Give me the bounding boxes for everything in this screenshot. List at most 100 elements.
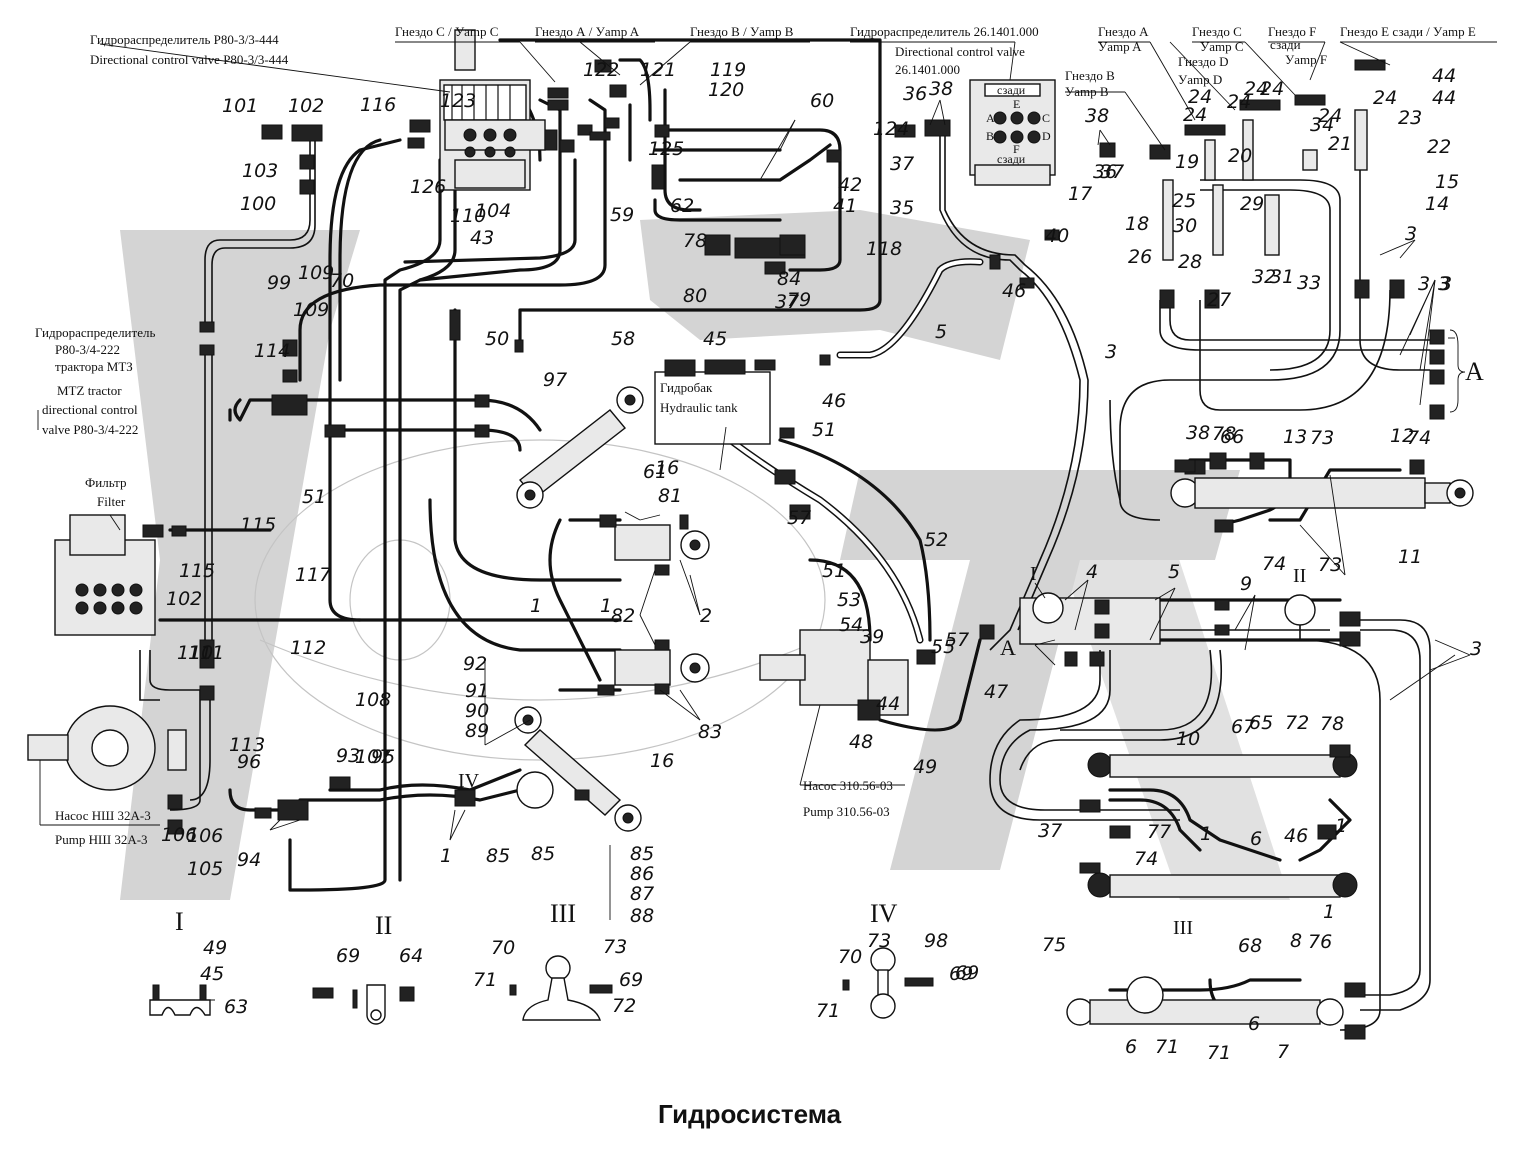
callout-39: 39 — [860, 626, 884, 648]
callout-113: 113 — [229, 734, 265, 756]
callout-46: 46 — [1284, 825, 1308, 847]
valve-port-b: B — [986, 129, 994, 143]
callout-45: 45 — [200, 963, 224, 985]
callout-114: 114 — [254, 340, 290, 362]
callout-24: 24 — [1227, 91, 1251, 113]
caption-socket-c: Гнездо С / Уamp C — [395, 24, 498, 39]
callout-77: 77 — [1147, 821, 1171, 843]
callout-43: 43 — [470, 227, 494, 249]
callout-72: 72 — [1285, 712, 1309, 734]
caption-mtz-valve-en-1: MTZ tractor — [57, 383, 122, 398]
callout-37: 37 — [1100, 161, 1124, 183]
callout-42: 42 — [838, 174, 862, 196]
callout-101: 101 — [222, 95, 258, 117]
callout-16: 16 — [650, 750, 674, 772]
callout-91: 91 — [465, 680, 489, 702]
view-a-mid: A — [1000, 635, 1016, 660]
callout-52: 52 — [924, 529, 948, 551]
callout-80: 80 — [683, 285, 707, 307]
page-title: Гидросистема — [658, 1099, 842, 1129]
callout-73: 73 — [603, 936, 627, 958]
callout-6: 6 — [1125, 1036, 1137, 1058]
callout-85: 85 — [486, 845, 510, 867]
callout-1: 1 — [530, 595, 542, 617]
view-iii-detail: III — [550, 899, 576, 928]
captions: Гидрораспределитель Р80-3/3-444 Directio… — [35, 24, 1476, 847]
callout-36: 36 — [1093, 161, 1117, 183]
valve-port-f: F — [1013, 142, 1020, 156]
callout-118: 118 — [866, 238, 902, 260]
cylinder-11 — [1170, 477, 1474, 509]
callout-54: 54 — [839, 614, 863, 636]
callout-50: 50 — [485, 328, 509, 350]
caption-right-socket-f-2: сзади — [1270, 37, 1301, 52]
caption-mtz-valve-en-2: directional control — [42, 402, 138, 417]
callout-51: 51 — [812, 419, 836, 441]
callout-85: 85 — [531, 843, 555, 865]
callout-122: 122 — [583, 59, 619, 81]
view-a-right: A — [1465, 357, 1484, 386]
callout-102: 102 — [166, 588, 202, 610]
callout-71: 71 — [816, 1000, 840, 1022]
callout-71: 71 — [473, 969, 497, 991]
valve-port-a: A — [986, 111, 995, 125]
components — [27, 29, 1474, 1040]
valve-bottom-word: сзади — [997, 152, 1026, 166]
callout-38: 38 — [1085, 105, 1109, 127]
callout-112: 112 — [290, 637, 326, 659]
callout-31: 31 — [1270, 266, 1294, 288]
callout-87: 87 — [630, 883, 654, 905]
callout-110: 110 — [450, 205, 486, 227]
callout-26: 26 — [1128, 246, 1152, 268]
callout-24: 24 — [1244, 78, 1268, 100]
callout-2: 2 — [700, 605, 712, 627]
callout-51: 51 — [822, 560, 846, 582]
callout-33: 33 — [1297, 272, 1321, 294]
callout-119: 119 — [710, 59, 746, 81]
callout-71: 71 — [1207, 1042, 1231, 1064]
caption-right-socket-f-1: Гнездо F — [1268, 24, 1316, 39]
callout-13: 13 — [1283, 426, 1307, 448]
callout-5: 5 — [935, 321, 947, 343]
callout-108: 108 — [355, 689, 391, 711]
callout-6: 6 — [1250, 828, 1262, 850]
callout-103: 103 — [242, 160, 278, 182]
caption-valve-p80-ru: Гидрораспределитель Р80-3/3-444 — [90, 32, 279, 47]
callout-37: 37 — [775, 291, 799, 313]
caption-tank-en: Hydraulic tank — [660, 400, 738, 415]
callout-3: 3 — [1418, 273, 1430, 295]
callout-99: 99 — [267, 272, 291, 294]
callout-53: 53 — [837, 589, 861, 611]
callout-74: 74 — [1407, 427, 1431, 449]
callout-107: 107 — [355, 746, 391, 768]
caption-filter-en: Filter — [97, 494, 126, 509]
view-i-detail: I — [175, 907, 184, 936]
leader-lines — [37, 41, 1497, 920]
callout-68: 68 — [1238, 935, 1262, 957]
callout-25: 25 — [1172, 190, 1196, 212]
callout-36: 36 — [903, 83, 927, 105]
callout-1: 1 — [440, 845, 452, 867]
callout-72: 72 — [612, 995, 636, 1017]
callout-4: 4 — [1086, 561, 1098, 583]
caption-pump-310-ru: Насос 310.56-03 — [803, 778, 893, 793]
callout-30: 30 — [1173, 215, 1197, 237]
callout-20: 20 — [1228, 145, 1252, 167]
callout-12: 12 — [1390, 425, 1414, 447]
callout-88: 88 — [630, 905, 654, 927]
callout-32: 32 — [1252, 266, 1276, 288]
callout-71: 71 — [1155, 1036, 1179, 1058]
callout-24: 24 — [1188, 86, 1212, 108]
callout-1: 1 — [1200, 823, 1212, 845]
view-i-marker: I — [1030, 563, 1037, 585]
view-ii-marker: II — [1293, 565, 1306, 587]
callout-14: 14 — [1425, 193, 1449, 215]
caption-socket-b: Гнездо В / Уamp B — [690, 24, 794, 39]
callout-45: 45 — [703, 328, 727, 350]
callout-17: 17 — [1068, 183, 1092, 205]
callout-89: 89 — [465, 720, 489, 742]
caption-right-socket-f-3: Уamp F — [1285, 52, 1327, 67]
callout-3: 3 — [1470, 638, 1482, 660]
